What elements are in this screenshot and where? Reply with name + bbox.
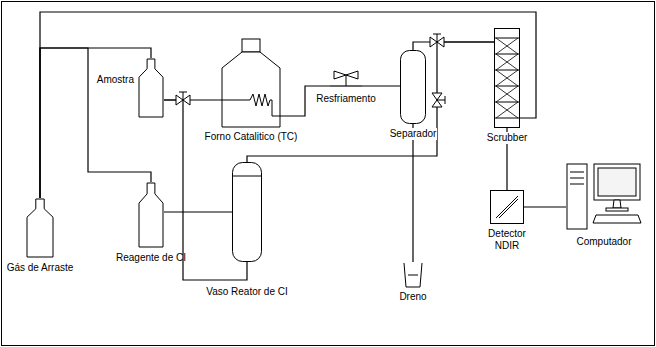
pipe-line [40,12,536,198]
component-node: Separador [400,50,426,124]
valve-symbol [176,92,190,105]
component-label: Gás de Arraste [6,262,75,274]
pipe-line [40,48,151,198]
component-node: Vaso Reator de CI [232,162,262,262]
component-icon [138,182,164,248]
pipe-line [362,85,400,86]
component-node: Detector NDIR [490,190,524,224]
component-label: Forno Catalitico (TC) [204,131,299,143]
component-icon [212,38,290,128]
pipe-line [413,42,494,50]
component-label: Vaso Reator de CI [205,286,289,298]
pipe-line [524,206,566,207]
component-node: Dreno [403,262,423,288]
component-node: Gás de Arraste [26,198,54,258]
component-node: Reagente de CI [138,182,164,248]
component-icon [138,58,164,118]
component-icon [403,262,423,288]
component-node: Resfriamento [330,68,362,90]
component-label: Computador [575,236,632,248]
pipe-line [164,211,232,212]
component-icon [330,68,362,90]
component-label: Separador [389,128,438,140]
pipe-line [40,48,151,198]
valve-symbol [432,93,445,107]
component-label: Detector NDIR [477,228,537,251]
pipe-line [247,42,494,162]
component-node: Forno Catalitico (TC) [212,38,290,128]
component-icon [566,160,642,230]
component-label: Reagente de CI [115,252,187,264]
component-icon [494,28,520,128]
component-label: Resfriamento [315,93,376,105]
component-icon [400,50,426,124]
component-label: Scrubber [486,132,529,144]
component-node: Amostra [138,58,164,118]
component-icon [26,198,54,258]
component-label: Dreno [398,291,427,303]
component-label: Amostra [96,74,135,86]
component-node: Computador [566,160,642,230]
component-icon [490,190,524,224]
pipe-line [412,124,413,262]
valve-symbol [430,34,444,47]
component-icon [232,162,262,262]
component-node: Scrubber [494,28,520,128]
